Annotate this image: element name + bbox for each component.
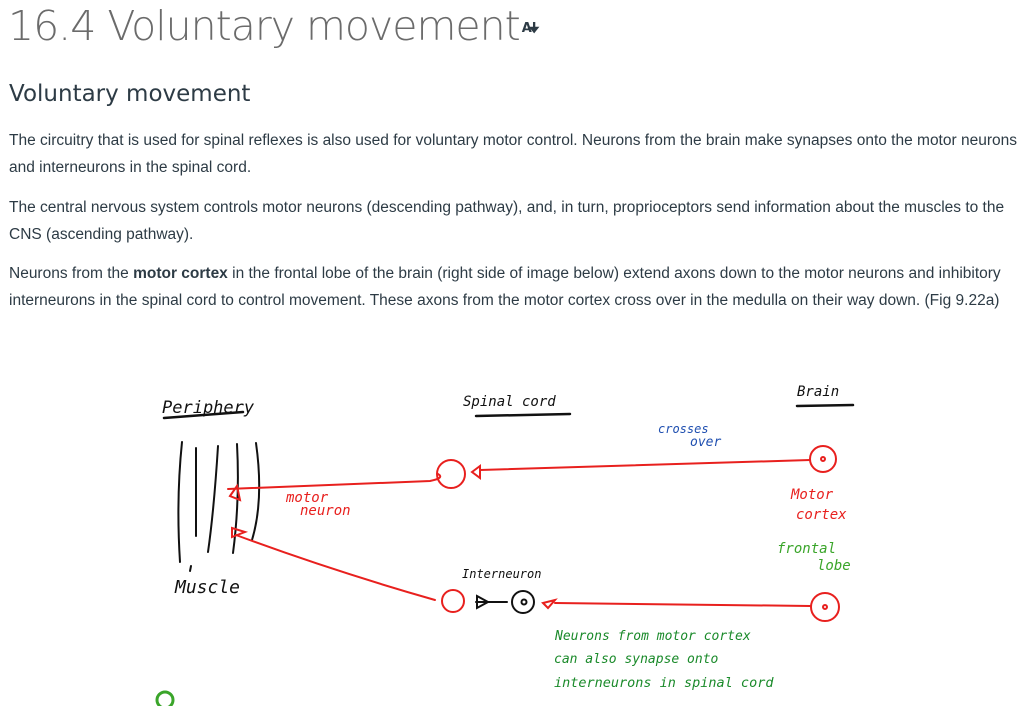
bold-term: motor cortex bbox=[133, 265, 228, 282]
refresh-icon[interactable] bbox=[155, 690, 175, 706]
neurons bbox=[227, 445, 840, 622]
paragraph: The central nervous system controls moto… bbox=[9, 199, 1005, 243]
label-spinal-cord: Spinal cord bbox=[463, 394, 556, 410]
label-motor-cortex-1: Motor bbox=[790, 487, 834, 503]
label-motor-cortex-2: cortex bbox=[796, 507, 847, 523]
section-heading: Voluntary movement bbox=[9, 81, 251, 107]
paragraph: Neurons from the motor cortex in the fro… bbox=[9, 265, 1001, 309]
label-neuron: neuron bbox=[300, 503, 351, 519]
label-crosses: crosses bbox=[658, 422, 709, 436]
note-line-2: can also synapse onto bbox=[554, 652, 719, 667]
motor-cortex-cell-2 bbox=[810, 592, 840, 622]
label-brain: Brain bbox=[797, 384, 839, 400]
label-periphery: Periphery bbox=[162, 398, 255, 418]
label-frontal: frontal bbox=[777, 541, 836, 557]
label-interneuron: Interneuron bbox=[462, 567, 541, 581]
label-muscle: Muscle bbox=[174, 577, 240, 598]
label-over: over bbox=[690, 435, 721, 450]
motor-cortex-cell-1 bbox=[809, 445, 837, 473]
note-line-1: Neurons from motor cortex bbox=[554, 629, 751, 644]
note-line-3: interneurons in spinal cord bbox=[554, 675, 774, 691]
motor-neuron-cell bbox=[436, 459, 466, 489]
label-lobe: lobe bbox=[817, 558, 851, 574]
text-size-icon[interactable]: A🠋 bbox=[521, 21, 540, 36]
paragraph: The circuitry that is used for spinal re… bbox=[9, 132, 1017, 176]
muscle-fibers bbox=[162, 403, 855, 614]
label-motor: motor bbox=[285, 490, 329, 506]
